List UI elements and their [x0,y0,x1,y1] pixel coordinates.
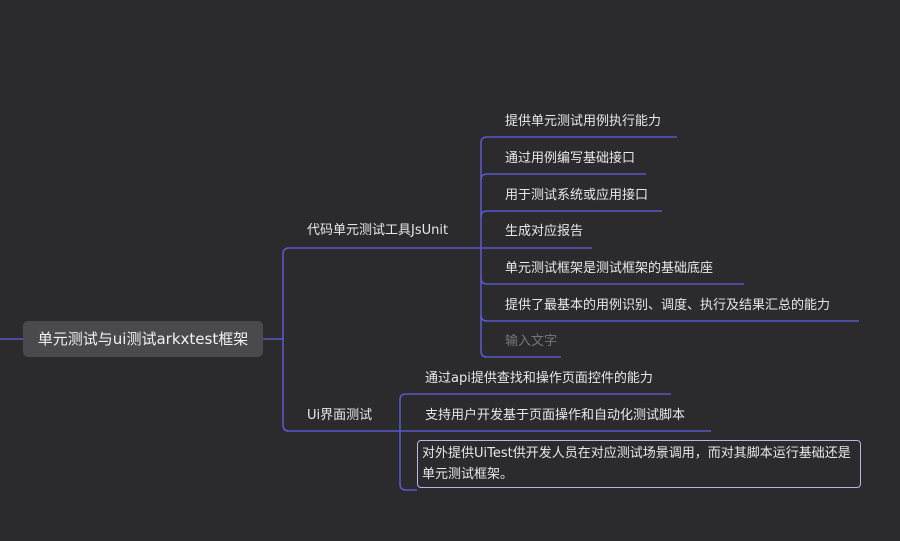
branch-node-ui-test[interactable]: Ui界面测试 [307,408,373,423]
leaf-node-jsunit-4[interactable]: 生成对应报告 [505,224,584,239]
leaf-node-jsunit-3[interactable]: 用于测试系统或应用接口 [505,188,649,203]
placeholder-input-node[interactable]: 输入文字 [505,334,558,349]
leaf-node-jsunit-5[interactable]: 单元测试框架是测试框架的基础底座 [505,261,714,276]
leaf-node-jsunit-2[interactable]: 通过用例编写基础接口 [505,151,636,166]
root-node[interactable]: 单元测试与ui测试arkxtest框架 [23,321,263,357]
leaf-connector-jsunit-2 [480,173,646,181]
leaf-connector-ui-1 [399,393,671,401]
leaf-node-ui-3-selected[interactable]: 对外提供UiTest供开发人员在对应测试场景调用，而对其脚本运行基础还是单元测试… [417,440,861,488]
branch-connector-jsunit [282,247,460,339]
leaf-connector-jsunit-6 [480,314,859,322]
leaf-connector-jsunit-3 [480,210,662,218]
leaf-connector-jsunit-7 [480,350,561,358]
branch-connector-ui [282,339,400,432]
leaf-node-jsunit-1[interactable]: 提供单元测试用例执行能力 [505,114,662,129]
leaf-node-jsunit-6[interactable]: 提供了最基本的用例识别、调度、执行及结果汇总的能力 [505,298,831,313]
leaf-connector-jsunit-5 [480,277,744,285]
leaf-node-ui-1[interactable]: 通过api提供查找和操作页面控件的能力 [425,371,653,386]
leaf-connector-jsunit-1 [480,136,677,144]
leaf-connector-ui-3 [399,483,417,491]
branch-node-jsunit[interactable]: 代码单元测试工具JsUnit [307,223,449,238]
leaf-node-ui-2[interactable]: 支持用户开发基于页面操作和自动化测试脚本 [425,408,686,423]
